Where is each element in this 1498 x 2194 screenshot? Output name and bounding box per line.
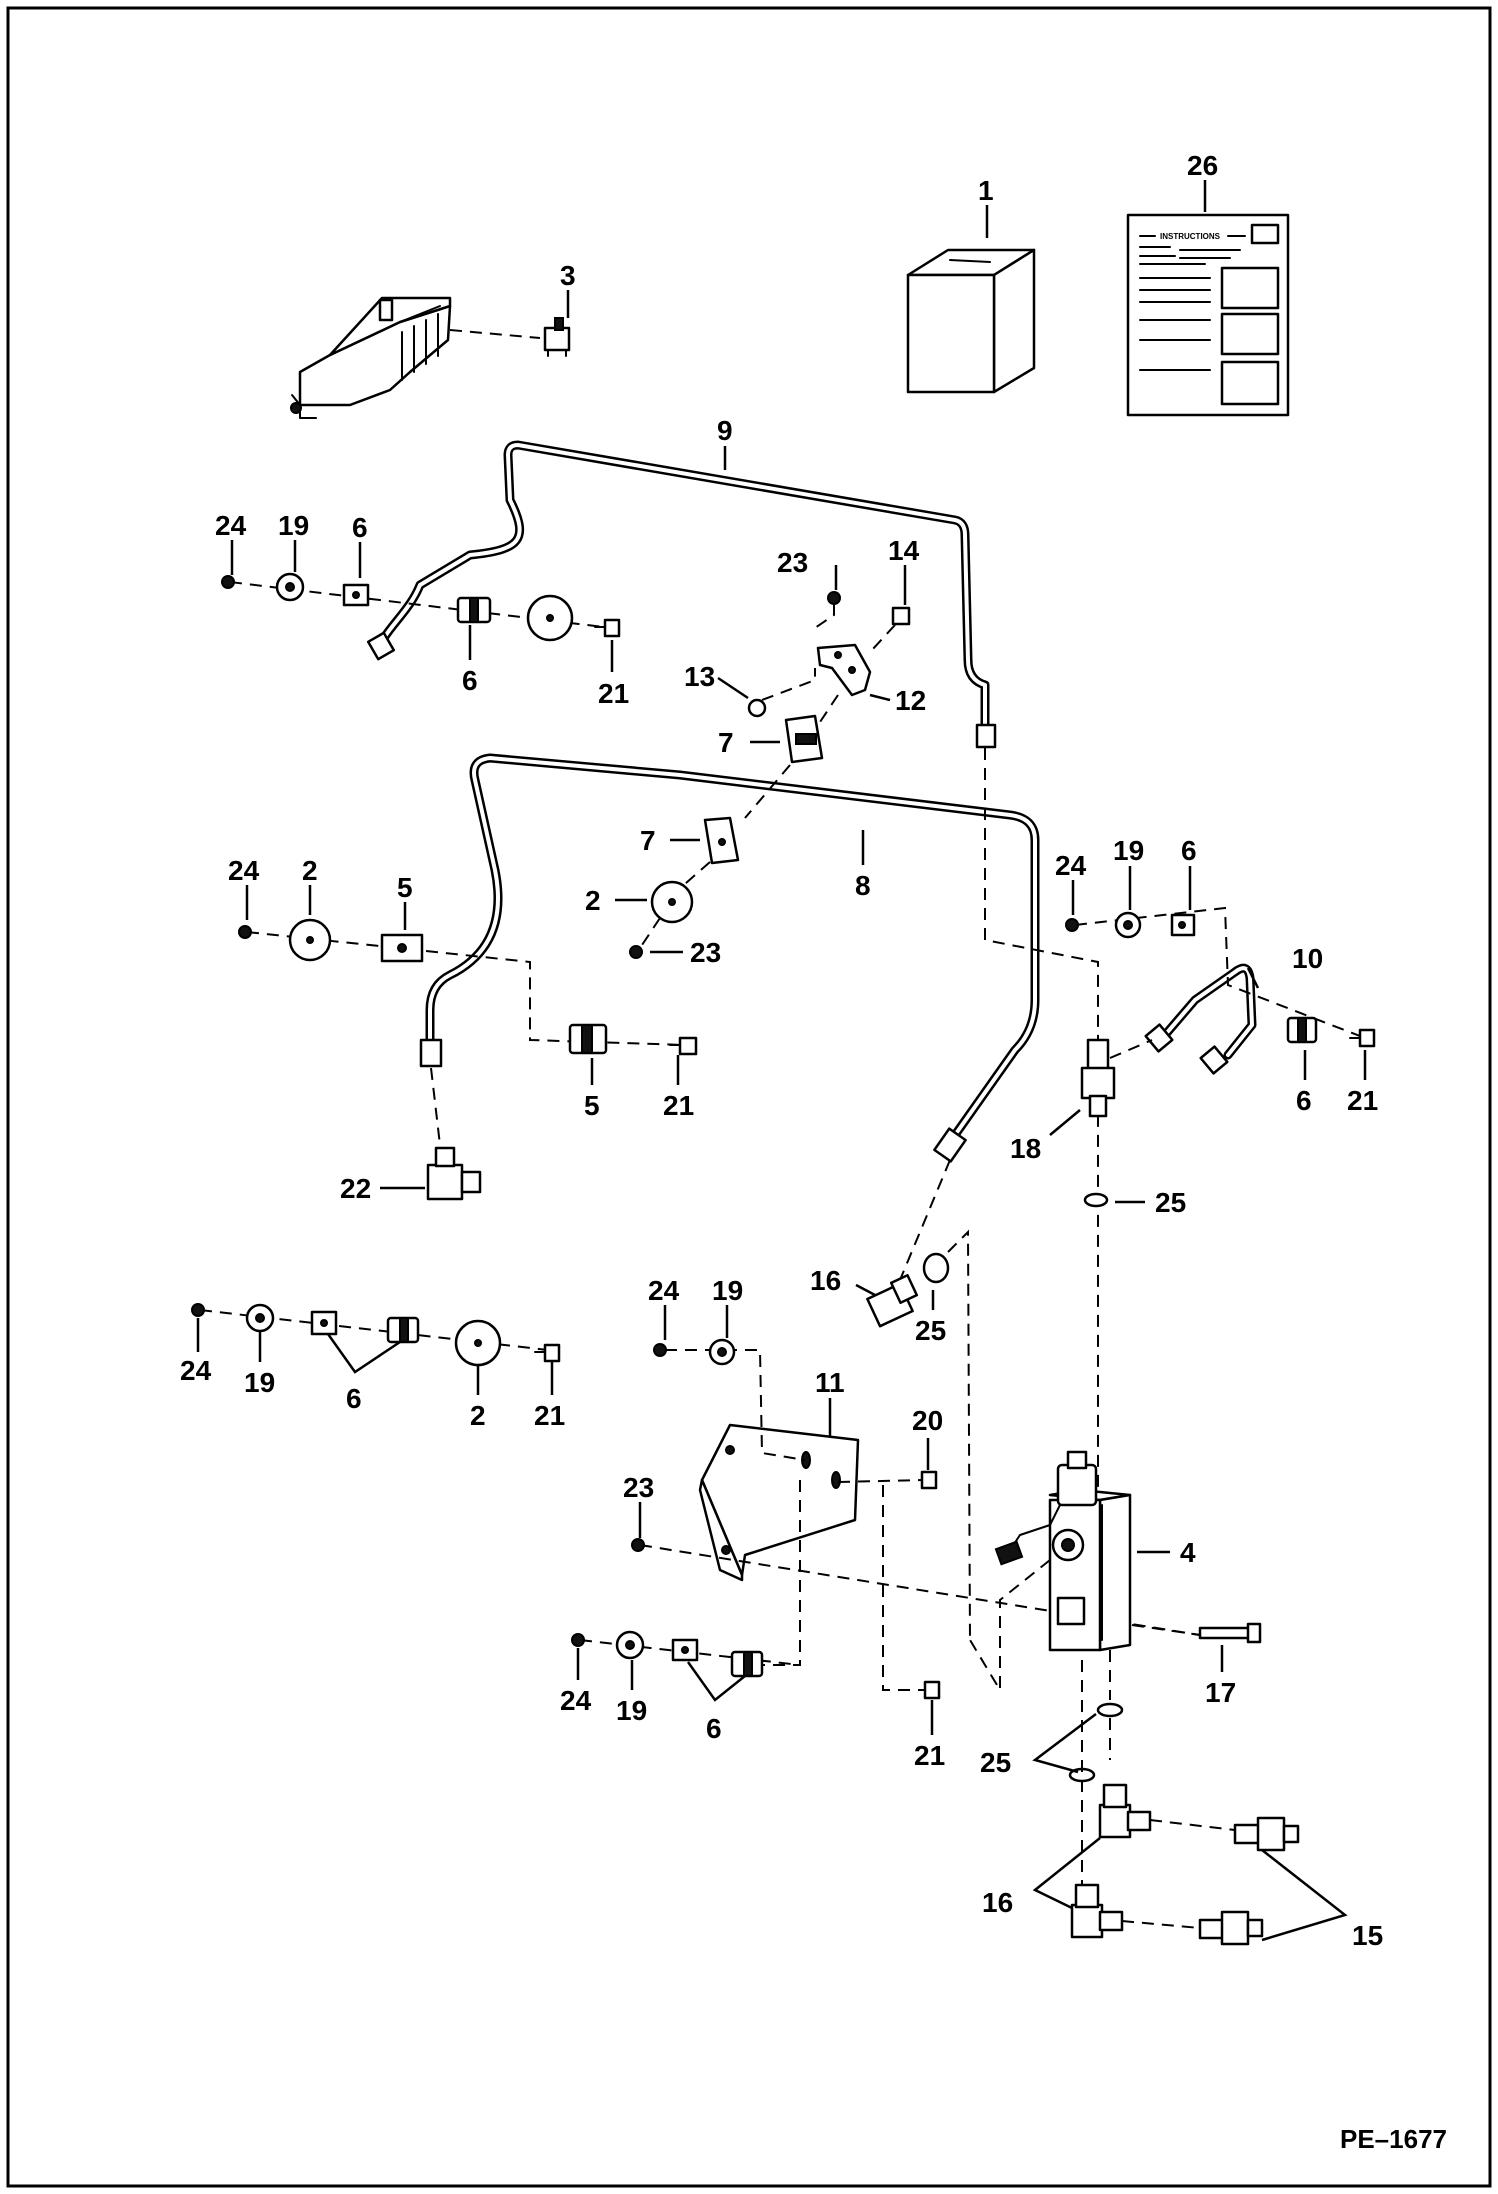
callout-5: 5 (397, 872, 413, 903)
callout-6: 6 (1296, 1085, 1312, 1116)
part-11-valve-bracket (631, 1338, 1201, 1700)
callout-8: 8 (855, 870, 871, 901)
callout-19: 19 (712, 1275, 743, 1306)
callout-26: 26 (1187, 150, 1218, 181)
callout-25: 25 (1155, 1187, 1186, 1218)
callout-9: 9 (717, 415, 733, 446)
instructions-sheet-title: INSTRUCTIONS (1160, 232, 1221, 241)
callout-4: 4 (1180, 1537, 1196, 1568)
part-26-instructions-sheet: INSTRUCTIONS (1126, 213, 1290, 417)
callout-21: 21 (598, 678, 629, 709)
callout-21: 21 (1347, 1085, 1378, 1116)
callout-24: 24 (228, 855, 260, 886)
callout-19: 19 (1113, 835, 1144, 866)
callout-23: 23 (623, 1472, 654, 1503)
figure-reference: PE–1677 (1340, 2124, 1447, 2154)
callout-1: 1 (978, 175, 994, 206)
frame-border (6, 6, 1492, 2188)
callout-19: 19 (616, 1695, 647, 1726)
callout-6: 6 (462, 665, 478, 696)
callout-24: 24 (215, 510, 247, 541)
callout-23: 23 (777, 547, 808, 578)
callout-24: 24 (180, 1355, 212, 1386)
callout-19: 19 (278, 510, 309, 541)
callout-2: 2 (585, 885, 601, 916)
part-3-switch-panel (290, 296, 571, 419)
callout-10: 10 (1292, 943, 1323, 974)
callout-6: 6 (706, 1713, 722, 1744)
part-16-elbow-upper (866, 1159, 971, 1641)
part-8-middle-tube (419, 753, 1040, 1163)
part-17-bolt (1131, 1622, 1262, 1644)
part-22-elbow (426, 1067, 482, 1201)
callout-22: 22 (340, 1173, 371, 1204)
callout-14: 14 (888, 535, 920, 566)
callout-13: 13 (684, 661, 715, 692)
callout-24: 24 (1055, 850, 1087, 881)
callout-2: 2 (470, 1400, 486, 1431)
callout-20: 20 (912, 1405, 943, 1436)
callout-5: 5 (584, 1090, 600, 1121)
callout-6: 6 (352, 512, 368, 543)
callout-24: 24 (648, 1275, 680, 1306)
clamp-stack-middle-left (238, 918, 698, 1056)
part-10-small-tube (1144, 963, 1257, 1075)
clamp-stack-upper-left (221, 572, 621, 642)
clamp-stack-bottom-left (571, 1630, 801, 1678)
part-4-valve (969, 1450, 1132, 1700)
part-18-fitting (1080, 1038, 1153, 1118)
callout-7: 7 (718, 727, 734, 758)
part-25-o-ring-lower-1 (1096, 1702, 1124, 1718)
leader-tube9-to-fitting18 (984, 748, 1099, 1575)
callout-17: 17 (1205, 1677, 1236, 1708)
callout-2: 2 (302, 855, 318, 886)
callout-21: 21 (914, 1740, 945, 1771)
callout-16: 16 (982, 1887, 1013, 1918)
part-25-o-ring-upper (1083, 1192, 1109, 1208)
part-16-and-15-fittings-lower (1070, 1660, 1300, 1946)
callout-6: 6 (346, 1383, 362, 1414)
callout-3: 3 (560, 260, 576, 291)
clamp-stack-right (1065, 906, 1376, 1048)
callout-16: 16 (810, 1265, 841, 1296)
callout-21: 21 (663, 1090, 694, 1121)
part-1-box (906, 248, 1036, 394)
callout-18: 18 (1010, 1133, 1041, 1164)
callout-25: 25 (980, 1747, 1011, 1778)
callout-24: 24 (560, 1685, 592, 1716)
callout-19: 19 (244, 1367, 275, 1398)
callout-6: 6 (1181, 835, 1197, 866)
callout-numbers: 1 26 3 9 24 19 6 6 21 23 14 13 12 7 7 8 … (180, 150, 1383, 1951)
callout-25: 25 (915, 1315, 946, 1346)
clamp-stack-lower-left (191, 1303, 561, 1367)
callout-7: 7 (640, 825, 656, 856)
callout-11: 11 (815, 1367, 845, 1398)
callout-15: 15 (1352, 1920, 1383, 1951)
bracket-12-group (629, 591, 911, 959)
callout-12: 12 (895, 685, 926, 716)
part-9-upper-tube (366, 440, 997, 749)
callout-21: 21 (534, 1400, 565, 1431)
callout-leaders (196, 180, 1367, 1942)
callout-23: 23 (690, 937, 721, 968)
